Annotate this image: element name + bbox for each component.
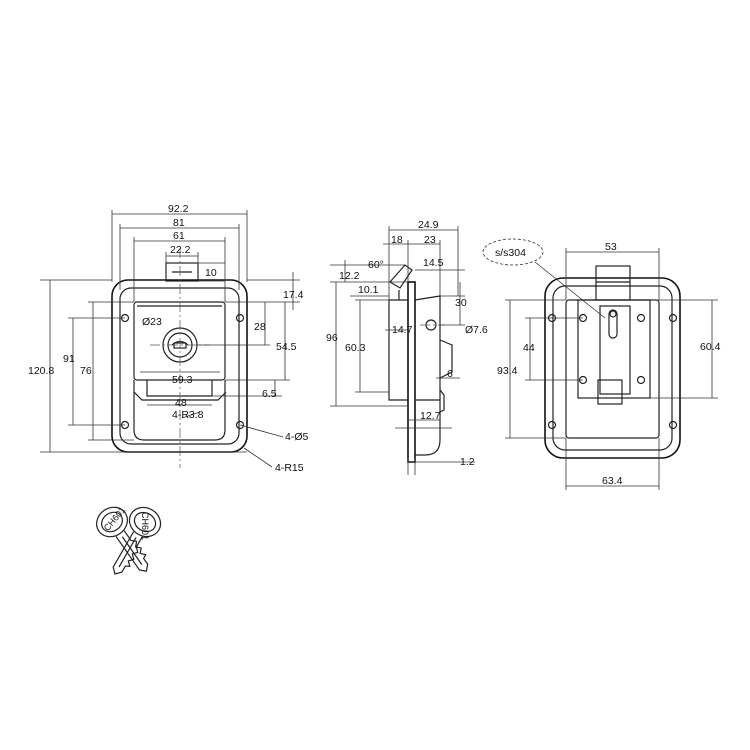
- dim-hole-dia: 4-Ø5: [285, 431, 309, 443]
- dim-offset-a: 12.2: [339, 270, 360, 282]
- dim-hole-vertical: 44: [523, 342, 535, 354]
- rear-hole-br: [636, 375, 646, 385]
- dim-overall-height: 120.8: [28, 365, 54, 377]
- front-pan: [133, 301, 226, 381]
- front-hole-tr: [235, 313, 245, 323]
- dim-offset-c: 10.1: [358, 284, 379, 296]
- material-tag-ellipse: [482, 238, 544, 266]
- dim-inner-radius: 4-R3.8: [172, 409, 204, 421]
- dim-handle-depth: 6.5: [262, 388, 277, 400]
- dim-thickness: 1.2: [460, 456, 475, 468]
- dim-pin-offset: 14.7: [392, 324, 413, 336]
- key-code-2: CH601: [140, 512, 150, 540]
- dim-cover-width: 22.2: [170, 244, 191, 256]
- rear-bottom-tab: [597, 379, 623, 405]
- rear-slot: [608, 309, 618, 339]
- side-flange: [407, 281, 416, 463]
- dim-lock-offset: 28: [254, 321, 266, 333]
- dim-depth-total: 24.9: [418, 219, 439, 231]
- side-body: [388, 299, 409, 401]
- keys: CH601 CH601: [96, 505, 162, 575]
- rear-plate: [577, 299, 651, 399]
- dim-flange: 6: [447, 368, 453, 380]
- dim-handle-width: 59.3: [172, 374, 193, 386]
- rear-top-block: [595, 265, 631, 301]
- rear-outer-flange: [544, 277, 681, 459]
- dim-top-offset: 17.4: [283, 289, 304, 301]
- dim-bottom-width-rear: 63.4: [602, 475, 623, 487]
- dim-hook-height: 30: [455, 297, 467, 309]
- dim-angle: 60°: [368, 259, 384, 271]
- side-view: 24.9 18 23 60° 12.2 14.5 10.1 30 96 60.3…: [326, 219, 488, 475]
- material-label: s/s304: [495, 247, 526, 259]
- front-top-cover: [165, 262, 199, 282]
- rear-mechanism: [599, 305, 631, 395]
- rear-hole-tr: [636, 313, 646, 323]
- key-right: CH601: [112, 506, 162, 575]
- key-left: CH601: [96, 505, 149, 572]
- rear-view: s/s304 53 60.4 93.4 44 63.4: [482, 238, 721, 490]
- front-view: 92.2 81 61 22.2 10 17.4 28 54.5 Ø23 59.3…: [28, 203, 309, 474]
- dim-pan-width: 61: [173, 230, 185, 242]
- dim-body-depth: 12.7: [420, 410, 441, 422]
- dim-outer-radius: 4-R15: [275, 462, 304, 474]
- dim-depth-a: 18: [391, 234, 403, 246]
- side-hook: [389, 264, 413, 289]
- dim-cover-height: 10: [205, 267, 217, 279]
- side-pan: [414, 295, 441, 456]
- dim-hole-spacing: 91: [63, 353, 75, 365]
- dim-overall-width: 92.2: [168, 203, 189, 215]
- front-inner-border: [119, 287, 240, 445]
- dim-height-a: 60.3: [345, 342, 366, 354]
- dim-inner-width: 81: [173, 217, 185, 229]
- dim-plate-height: 60.4: [700, 341, 721, 353]
- dim-lock-dia: Ø23: [142, 316, 162, 328]
- dim-height-total: 96: [326, 332, 338, 344]
- dim-pan-height: 76: [80, 365, 92, 377]
- dim-bottom-width: 48: [175, 397, 187, 409]
- dim-depth-b: 23: [424, 234, 436, 246]
- side-paddle: [439, 339, 453, 379]
- dim-pin-dia: Ø7.6: [465, 324, 488, 336]
- rear-inner-border: [552, 285, 673, 451]
- front-hole-br: [235, 420, 245, 430]
- dim-overall-height-rear: 93.4: [497, 365, 518, 377]
- dim-vertical-mid: 54.5: [276, 341, 297, 353]
- dim-top-width: 53: [605, 241, 617, 253]
- front-handle: [146, 380, 213, 397]
- dim-offset-b: 14.5: [423, 257, 444, 269]
